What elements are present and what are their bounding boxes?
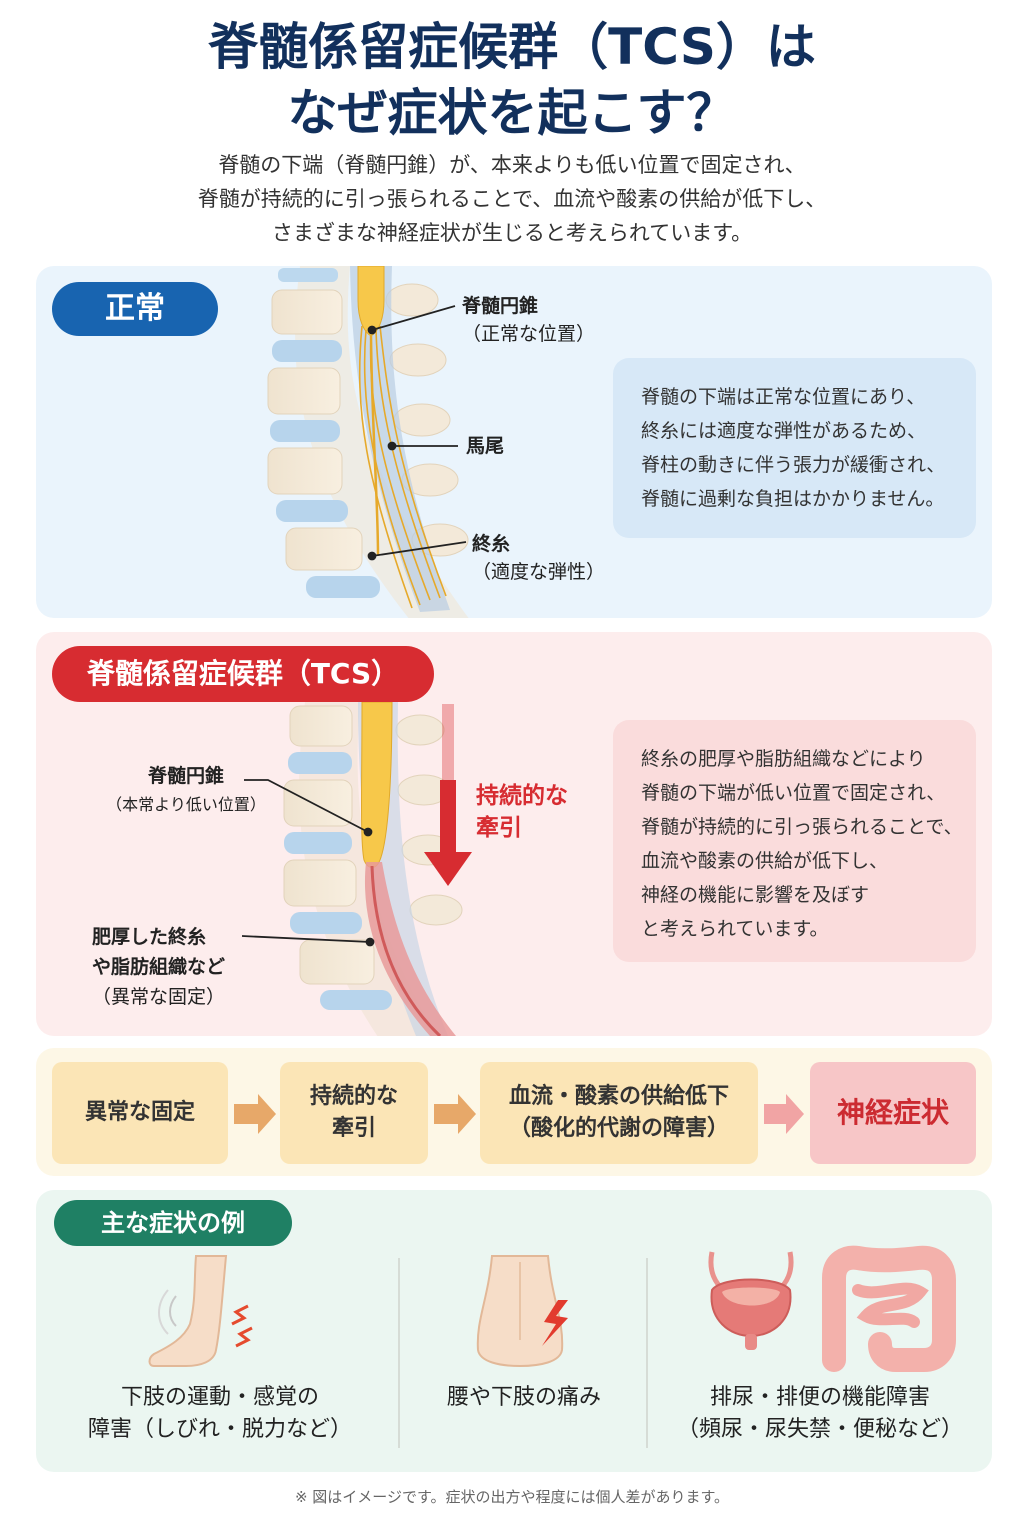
flow-step-blood-flow: 血流・酸素の供給低下 （酸化的代謝の障害） — [480, 1062, 758, 1164]
bladder-icon — [708, 1251, 794, 1350]
normal-info-box: 脊髄の下端は正常な位置にあり、 終糸には適度な弾性があるため、 脊柱の動きに伴う… — [613, 358, 976, 538]
tcs-info-line: 脊髄の下端が低い位置で固定され、 — [641, 782, 946, 804]
normal-conus-sub: （正常な位置） — [462, 323, 596, 345]
normal-cauda-label: 馬尾 — [466, 432, 504, 460]
tcs-badge: 脊髄係留症候群（TCS） — [52, 646, 434, 702]
symptoms-divider — [646, 1258, 648, 1448]
normal-leader-lines — [367, 305, 467, 561]
traction-arrow — [424, 704, 472, 886]
intro-line-3: さまざまな神経症状が生じると考えられています。 — [271, 221, 753, 245]
tcs-conus-sub: （本常より低い位置） — [106, 795, 266, 814]
tcs-filum-sub: （異常な固定） — [92, 986, 226, 1008]
flow-step-neuro-symptoms: 神経症状 — [810, 1062, 976, 1164]
flow-step-2-line-2: 牽引 — [331, 1116, 376, 1141]
flow-step-abnormal-fixation: 異常な固定 — [52, 1062, 228, 1164]
pain-icon — [542, 1300, 568, 1346]
symptom-pain-text: 腰や下肢の痛み — [446, 1385, 601, 1410]
tcs-info-box: 終糸の肥厚や脂肪組織などにより 脊髄の下端が低い位置で固定され、 脊髄が持続的に… — [613, 720, 976, 962]
flow-step-1-text: 異常な固定 — [84, 1100, 195, 1125]
tcs-info-line: 終糸の肥厚や脂肪組織などにより — [641, 748, 926, 770]
traction-label: 持続的な 牽引 — [476, 780, 568, 844]
normal-conus-name: 脊髄円錐 — [462, 295, 539, 317]
normal-filum-name: 終糸 — [472, 533, 511, 555]
flow-arrow-3 — [764, 1094, 804, 1134]
page-title: 脊髄係留症候群（TCS）は なぜ症状を起こす？ — [0, 14, 1024, 146]
symptom-leg-line-2: 障害（しびれ・脱力など） — [87, 1417, 352, 1442]
intro-line-1: 脊髄の下端（脊髄円錐）が、本来よりも低い位置で固定され、 — [218, 153, 806, 177]
normal-info-line: 脊髄に過剰な負担はかかりません。 — [641, 488, 945, 510]
tcs-filum-name-1: 肥厚した終糸 — [92, 926, 207, 948]
normal-info-line: 脊柱の動きに伴う張力が緩衝され、 — [641, 454, 946, 476]
tingling-icon — [231, 1304, 253, 1348]
leg-icon — [148, 1255, 228, 1367]
tcs-spine-illustration — [283, 701, 463, 1036]
tcs-info-line: 血流や酸素の供給が低下し、 — [641, 850, 889, 872]
symptom-bladder-line-2: （頻尿・尿失禁・便秘など） — [676, 1417, 963, 1442]
normal-conus-label: 脊髄円錐 （正常な位置） — [462, 292, 595, 348]
flow-step-4-text: 神経症状 — [836, 1096, 949, 1129]
tcs-filum-label: 肥厚した終糸 や脂肪組織など （異常な固定） — [92, 922, 225, 1012]
normal-filum-label: 終糸 （適度な弾性） — [472, 530, 605, 586]
traction-label-line-1: 持続的な — [476, 783, 568, 809]
tcs-info-line: 神経の機能に影響を及ぼす — [641, 884, 870, 906]
intro-text: 脊髄の下端（脊髄円錐）が、本来よりも低い位置で固定され、 脊髄が持続的に引っ張ら… — [0, 148, 1024, 250]
tcs-vertebrae — [283, 705, 392, 1010]
back-icon — [476, 1255, 564, 1368]
footnote: ※ 図はイメージです。症状の出方や程度には個人差があります。 — [294, 1488, 730, 1506]
normal-filum-sub: （適度な弾性） — [472, 561, 606, 583]
symptom-leg-line-1: 下肢の運動・感覚の — [120, 1385, 319, 1410]
tcs-conus-label: 脊髄円錐 （本常より低い位置） — [106, 762, 266, 819]
symptom-bladder-line-1: 排尿・排便の機能障害 — [709, 1385, 930, 1410]
title-line-2: なぜ症状を起こす？ — [287, 84, 737, 142]
tcs-leader-lines — [241, 779, 375, 947]
normal-info-line: 終糸には適度な弾性があるため、 — [641, 420, 927, 442]
normal-badge: 正常 — [52, 282, 218, 336]
symptoms-divider — [398, 1258, 400, 1448]
title-line-1: 脊髄係留症候群（TCS）は — [208, 18, 816, 76]
normal-info-line: 脊髄の下端は正常な位置にあり、 — [641, 386, 926, 408]
flow-arrow-1 — [234, 1094, 276, 1134]
symptom-pain: 腰や下肢の痛み — [412, 1382, 636, 1414]
tcs-info-line: と考えられています。 — [641, 918, 829, 940]
normal-vertebrae — [267, 268, 380, 598]
flow-step-3-line-1: 血流・酸素の供給低下 — [508, 1084, 729, 1109]
flow-step-2-line-1: 持続的な — [309, 1084, 398, 1109]
intestine-icon — [822, 1245, 956, 1372]
flow-arrow-2 — [434, 1094, 476, 1134]
tcs-filum-name-2: や脂肪組織など — [92, 956, 226, 978]
traction-label-line-2: 牽引 — [476, 815, 522, 841]
flow-step-traction: 持続的な 牽引 — [280, 1062, 428, 1164]
normal-cauda-name: 馬尾 — [466, 435, 505, 457]
normal-spine-illustration — [267, 266, 470, 618]
symptoms-badge: 主な症状の例 — [54, 1200, 292, 1246]
symptom-leg: 下肢の運動・感覚の 障害（しびれ・脱力など） — [80, 1382, 360, 1446]
flow-arrows — [234, 1094, 804, 1134]
tcs-conus-name: 脊髄円錐 — [147, 765, 224, 787]
symptom-bladder-bowel: 排尿・排便の機能障害 （頻尿・尿失禁・便秘など） — [672, 1382, 968, 1446]
flow-step-3-line-2: （酸化的代謝の障害） — [508, 1116, 729, 1141]
intro-line-2: 脊髄が持続的に引っ張られることで、血流や酸素の供給が低下し、 — [197, 187, 827, 211]
tcs-info-line: 脊髄が持続的に引っ張られることで、 — [641, 816, 963, 838]
